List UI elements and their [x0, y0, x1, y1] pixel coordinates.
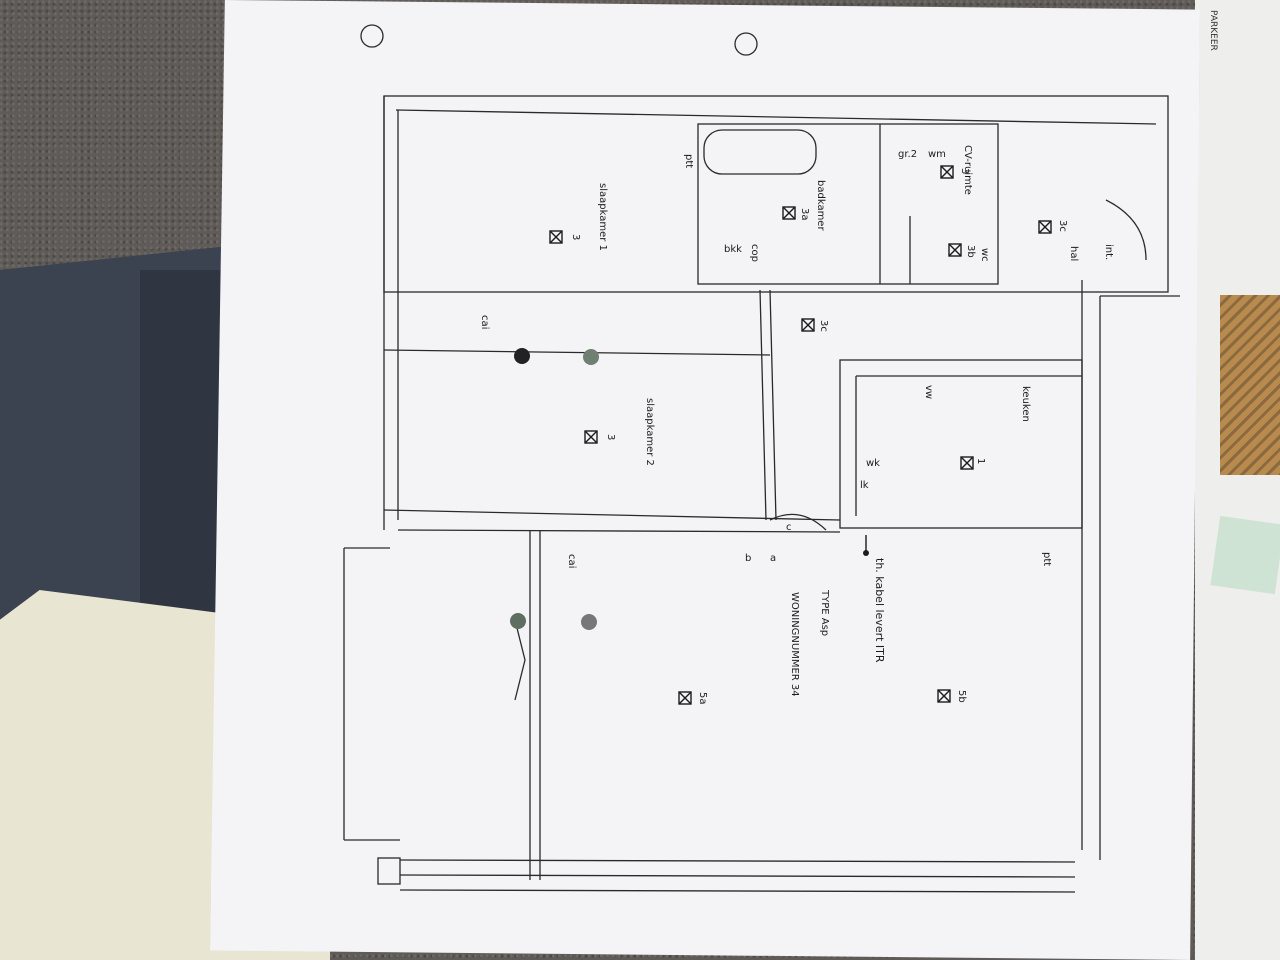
- outlet-label-cai: cai: [566, 554, 577, 569]
- room-label-bedroom1: slaapkamer 1: [597, 183, 608, 251]
- outlet-label-vw: vw: [923, 385, 934, 400]
- wicker-cushion: [1220, 295, 1280, 475]
- symbol-label: 3c: [1057, 220, 1068, 232]
- symbol-label: 3a: [799, 208, 810, 221]
- room-label-kitchen: keuken: [1020, 386, 1031, 422]
- symbol-label: 3c: [818, 320, 829, 332]
- outlet-label-ptt: ptt: [1041, 552, 1052, 567]
- punch-hole: [734, 32, 758, 56]
- switch-letter: b: [745, 553, 752, 564]
- outlet-label-gr2: gr.2: [898, 149, 918, 160]
- room-label-wc: wc: [979, 248, 990, 262]
- outlet-label-lk: lk: [860, 480, 869, 491]
- room-label-bathroom: badkamer: [815, 180, 826, 231]
- symbol-label: 3: [605, 434, 616, 441]
- switch-letter: c: [786, 522, 792, 533]
- symbol-label: 3b: [965, 245, 976, 258]
- switch-letter: a: [770, 553, 777, 564]
- punch-hole: [360, 24, 384, 48]
- symbol-label: 1: [975, 458, 986, 465]
- symbol-label: 5b: [956, 690, 967, 703]
- title-type: TYPE Asp: [819, 590, 830, 637]
- room-label-hall: hal: [1068, 246, 1079, 262]
- outlet-label-bkk: bkk: [724, 244, 742, 255]
- stacked-papers: [1195, 0, 1280, 960]
- outlet-label-wk: wk: [866, 458, 880, 469]
- symbol-label: 5a: [697, 692, 708, 705]
- outlet-label-cop: cop: [749, 244, 760, 262]
- outlet-label-cai: cai: [479, 315, 490, 330]
- cable-note: th. kabel levert ITR: [873, 558, 886, 663]
- symbol-label: 3: [570, 234, 581, 241]
- outlet-label-wm: wm: [928, 149, 946, 160]
- title-number: WONINGNUMMER 34: [789, 592, 800, 697]
- outlet-label-ptt: ptt: [683, 154, 694, 169]
- room-label-bedroom2: slaapkamer 2: [644, 398, 655, 466]
- outlet-label-int: int.: [1103, 244, 1114, 261]
- symbol-label: 3: [959, 168, 970, 175]
